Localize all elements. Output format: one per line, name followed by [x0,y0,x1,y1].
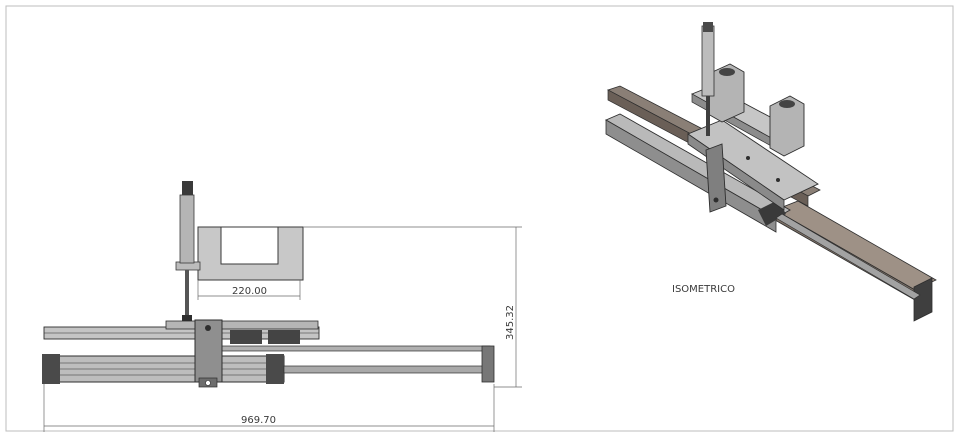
vertical-cylinder-body [179,194,195,264]
vertical-cylinder-rod [185,270,189,320]
iso-bracket-upright-right [769,95,805,157]
height-dimension: 345.32 [505,305,516,340]
isometric-view: ISOMETRICO [604,22,937,322]
iso-end-plate [913,277,933,322]
end-stop-plate [481,345,495,383]
vertical-cylinder-tip [182,315,192,321]
iso-long-rail-top [774,200,937,291]
connector-hole-foot [205,380,211,386]
iso-bracket-bore-right [779,100,795,108]
bearing-block-1 [230,330,262,344]
iso-connector-plate [705,143,727,213]
connector-hole-top [205,325,211,331]
bearing-block-2 [268,330,300,344]
guide-rod [221,345,491,352]
iso-vertical-cylinder-cap [703,22,713,32]
front-view: 220.00 345.32 969.70 [42,181,522,432]
iso-plate-hole-1 [746,156,750,160]
width-dimension: 969.70 [241,415,276,426]
iso-connector-hole [713,197,719,203]
iso-vertical-cylinder-rod [706,96,710,136]
actuator-endcap-right [266,354,284,384]
actuator-endcap-left [42,354,60,384]
iso-vertical-cylinder [701,25,715,97]
iso-plate-hole-2 [776,178,780,182]
vertical-cylinder-cap [182,181,193,195]
carriage-plate [165,320,319,330]
u-bracket [197,226,304,281]
iso-piston-rod [775,213,921,300]
sheet-border [5,5,954,432]
actuator-piston-rod [283,365,485,374]
isometric-view-label: ISOMETRICO [672,284,735,295]
slot-dimension: 220.00 [232,286,267,297]
iso-bracket-bore-left [719,68,735,76]
